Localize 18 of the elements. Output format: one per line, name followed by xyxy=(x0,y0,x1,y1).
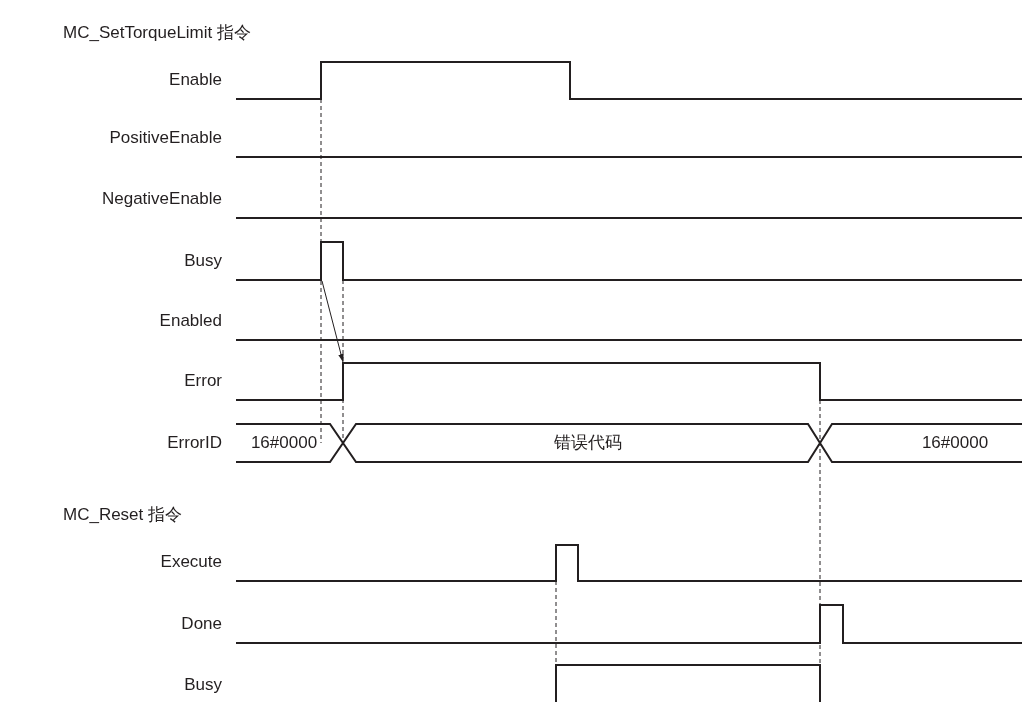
signal-name: Error xyxy=(184,371,222,391)
signal-name: Busy xyxy=(184,675,222,695)
signal-name: Execute xyxy=(160,552,222,572)
busy-waveform xyxy=(235,241,1023,281)
arrow xyxy=(321,280,344,363)
signal-name: Enable xyxy=(169,70,222,90)
signal-name: ErrorID xyxy=(167,433,222,453)
bus-value: 16#0000 xyxy=(250,433,318,453)
error-waveform xyxy=(235,362,1023,401)
bus-value: 16#0000 xyxy=(921,433,989,453)
signal-name: Busy xyxy=(184,251,222,271)
signal-name: Done xyxy=(181,614,222,634)
bus-value: 错误代码 xyxy=(554,433,622,453)
signal-name: NegativeEnable xyxy=(101,189,222,209)
signal-name: PositiveEnable xyxy=(109,128,222,148)
section-title: MC_Reset 指令 xyxy=(63,505,183,525)
section-title: MC_SetTorqueLimit 指令 xyxy=(63,23,251,43)
signal-name: Enabled xyxy=(159,311,222,331)
